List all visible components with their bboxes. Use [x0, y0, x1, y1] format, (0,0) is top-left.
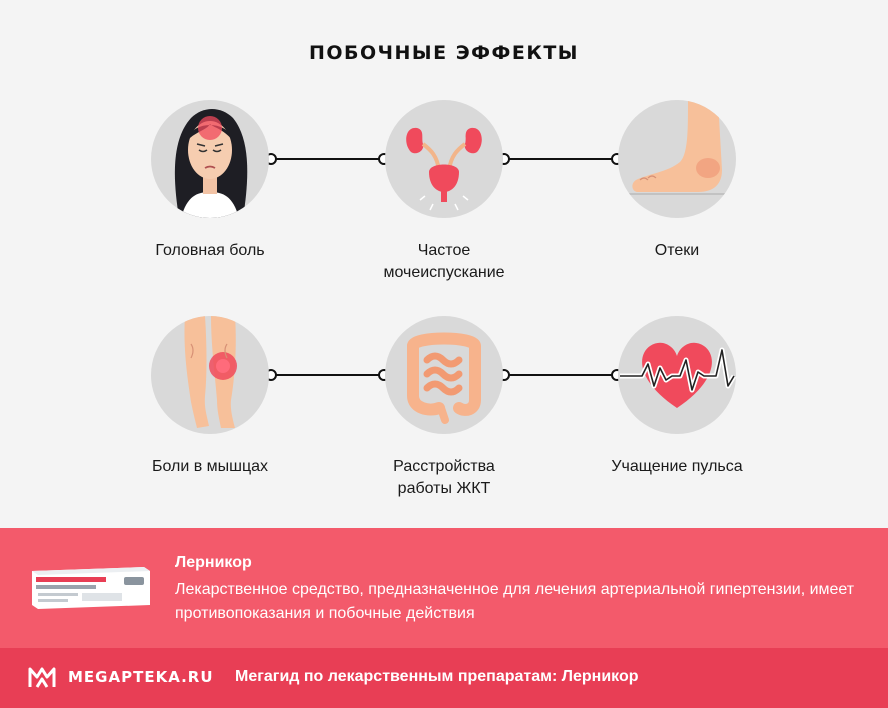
footer: MEGAPTEKA.RU Мегагид по лекарственным пр…	[0, 648, 888, 708]
connector-line	[504, 158, 618, 160]
connector-line	[270, 374, 384, 376]
drug-info-band: Лерникор Лекарственное средство, предназ…	[0, 528, 888, 648]
leg-muscle-pain-icon	[151, 316, 269, 434]
swollen-foot-icon	[618, 100, 736, 218]
drug-description: Лекарственное средство, предназначенное …	[175, 581, 855, 622]
connector-line	[504, 374, 618, 376]
effect-label-heart-rate: Учащение пульса	[611, 458, 743, 475]
drug-name: Лерникор	[175, 554, 252, 571]
headache-icon	[151, 100, 269, 218]
effect-label-urination: Частое мочеиспускание	[383, 242, 505, 281]
effect-label-headache: Головная боль	[155, 242, 265, 259]
footer-tagline: Мегагид по лекарственным препаратам: Лер…	[235, 668, 639, 685]
effect-label-edema: Отеки	[654, 242, 700, 259]
effect-label-gi-disorders: Расстройства работы ЖКТ	[393, 458, 495, 497]
intestines-icon	[385, 316, 503, 434]
heart-pulse-icon	[618, 316, 736, 434]
lernikor-package-icon	[28, 561, 152, 611]
megapteka-logo-text[interactable]: MEGAPTEKA.RU	[68, 668, 214, 686]
connector-line	[270, 158, 384, 160]
effect-label-muscle-pain: Боли в мышцах	[151, 458, 269, 475]
megapteka-logo-icon[interactable]	[28, 665, 56, 689]
page-title: ПОБОЧНЫЕ ЭФФЕКТЫ	[308, 42, 579, 64]
kidneys-bladder-icon	[385, 100, 503, 218]
